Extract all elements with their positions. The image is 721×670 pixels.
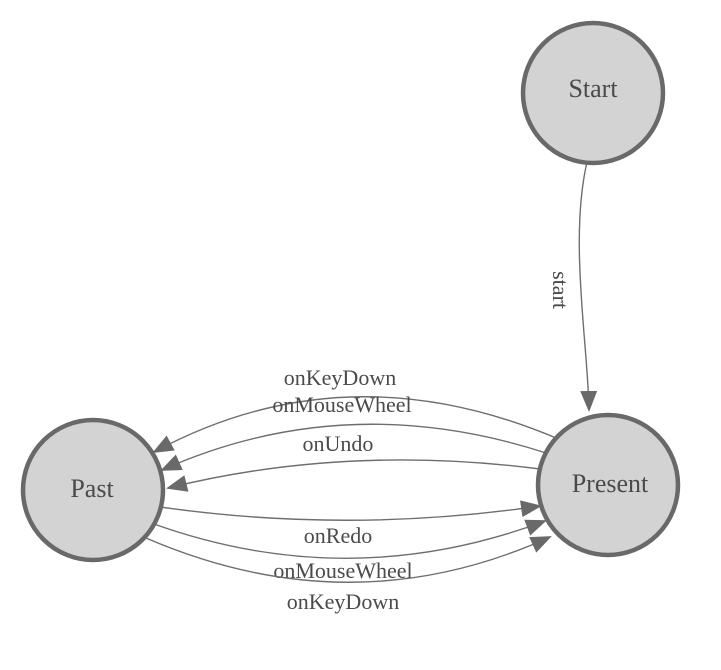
transition-line-onkeydown-undo [152, 396, 557, 453]
transition-line-onundo [166, 459, 541, 492]
edge-label-onundo: onUndo [303, 431, 374, 456]
node-past[interactable]: Past [20, 417, 166, 563]
node-present[interactable]: Present [535, 412, 681, 558]
edge-label-onmousewheel-undo: onMouseWheel [272, 392, 411, 417]
edge-present-to-past-onundo: onUndo [166, 431, 541, 492]
transition-line-onmousewheel-redo [153, 519, 547, 559]
state-circle-past[interactable] [20, 417, 166, 563]
transition-line-onmousewheel-undo [160, 423, 547, 471]
edge-present-to-past-onmousewheel: onMouseWheel [160, 392, 547, 471]
edge-label-onredo: onRedo [304, 523, 372, 548]
state-label-present: Present [572, 469, 649, 498]
nodes-layer: Start Present Past [20, 20, 681, 563]
transition-line-onkeydown-redo [145, 536, 552, 583]
edge-label-onkeydown-undo: onKeyDown [284, 365, 396, 390]
edge-present-to-past-onkeydown: onKeyDown [152, 365, 557, 453]
state-circle-start[interactable] [520, 20, 666, 166]
transition-line-start [578, 161, 598, 412]
edge-past-to-present-onkeydown: onKeyDown [145, 536, 552, 614]
edge-past-to-present-onredo: onRedo [159, 500, 542, 548]
state-circle-present[interactable] [535, 412, 681, 558]
edges-layer: start onKeyDown onMouseWheel onUndo onRe… [145, 161, 598, 614]
edge-start-to-present: start [548, 161, 598, 412]
edge-label-onkeydown-redo: onKeyDown [287, 589, 399, 614]
edge-label-start: start [548, 271, 573, 309]
node-start[interactable]: Start [520, 20, 666, 166]
state-label-start: Start [568, 74, 618, 103]
transition-line-onredo [159, 500, 542, 521]
state-label-past: Past [70, 474, 114, 503]
